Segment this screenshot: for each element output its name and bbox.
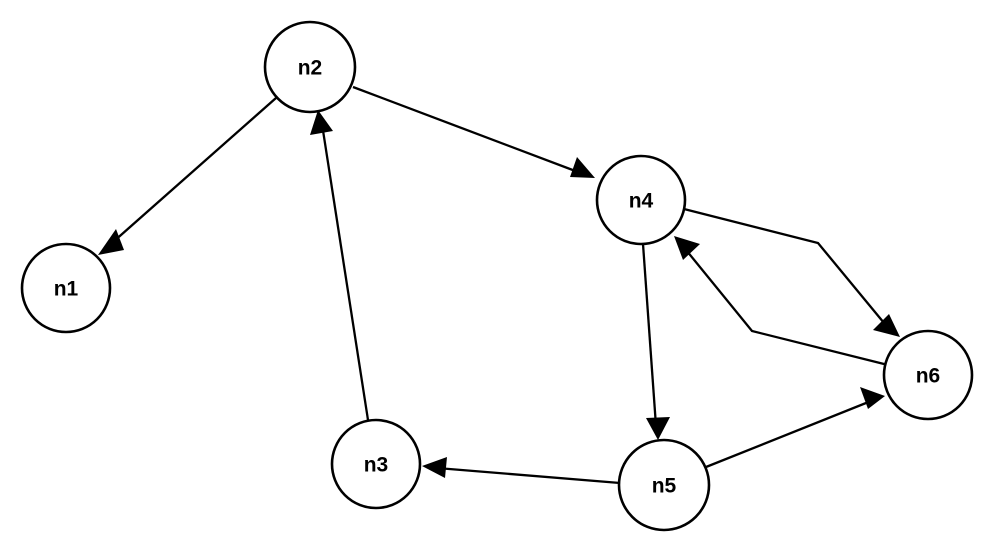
arrowhead-n2-n1: [98, 229, 124, 255]
node-label-n5: n5: [652, 475, 677, 498]
node-label-n3: n3: [364, 454, 389, 477]
node-circle-n4[interactable]: [595, 154, 687, 246]
node-n5[interactable]: n5: [617, 438, 711, 532]
node-circle-n2[interactable]: [263, 20, 357, 114]
arrowhead-n4-n6: [873, 314, 900, 337]
node-n3[interactable]: n3: [330, 418, 422, 510]
node-circle-n3[interactable]: [330, 418, 422, 510]
edge-line-n5-n3: [436, 466, 621, 485]
arrowhead-n5-n3: [422, 457, 447, 478]
arrowhead-n6-n4: [674, 236, 700, 260]
edge-hitarea-n4-n6[interactable]: [684, 209, 889, 329]
arrowhead-n2-n4: [570, 157, 595, 178]
edge-hitarea-n6-n4[interactable]: [682, 245, 888, 365]
node-label-n6: n6: [916, 365, 941, 388]
edge-line-n2-n1: [103, 97, 277, 251]
edge-hitarea-n2-n4[interactable]: [353, 87, 578, 172]
arrowhead-n5-n6: [860, 387, 885, 409]
node-n6[interactable]: n6: [882, 329, 974, 421]
edge-n5-to-n3[interactable]: [422, 457, 621, 485]
node-label-n1: n1: [54, 278, 79, 301]
edge-line-n5-n6: [705, 399, 872, 469]
edge-line-n6-n4: [681, 244, 889, 367]
edge-n2-to-n1[interactable]: [98, 97, 277, 255]
edge-n6-to-n4[interactable]: [674, 236, 889, 367]
node-label-n4: n4: [629, 190, 654, 213]
node-n4[interactable]: n4: [595, 154, 687, 246]
node-n1[interactable]: n1: [20, 242, 112, 334]
edge-layer: [98, 85, 900, 485]
edge-hitarea-n4-n5[interactable]: [643, 244, 656, 426]
edge-line-n2-n4: [352, 85, 579, 174]
node-layer: n1 n2 n3 n4 n5 n6: [20, 20, 974, 532]
edge-n4-to-n5[interactable]: [641, 243, 670, 440]
node-circle-n5[interactable]: [617, 438, 711, 532]
node-circle-n6[interactable]: [882, 329, 974, 421]
edge-line-n4-n5: [641, 243, 658, 427]
edge-hitarea-n5-n3[interactable]: [437, 468, 620, 483]
edge-line-n4-n6: [683, 207, 890, 330]
arrowhead-n4-n5: [646, 417, 670, 440]
edge-n2-to-n4[interactable]: [352, 85, 595, 178]
edge-n3-to-n2[interactable]: [310, 110, 370, 421]
node-circle-n1[interactable]: [20, 242, 112, 334]
edge-n4-to-n6[interactable]: [683, 207, 900, 337]
edge-line-n3-n2: [320, 123, 370, 421]
node-n2[interactable]: n2: [263, 20, 357, 114]
arrowhead-n3-n2: [310, 110, 333, 135]
edge-hitarea-n5-n6[interactable]: [706, 401, 871, 467]
node-label-n2: n2: [298, 57, 323, 80]
edge-hitarea-n2-n1[interactable]: [104, 98, 276, 250]
edge-n5-to-n6[interactable]: [705, 387, 885, 469]
edge-hitarea-n3-n2[interactable]: [322, 124, 368, 420]
